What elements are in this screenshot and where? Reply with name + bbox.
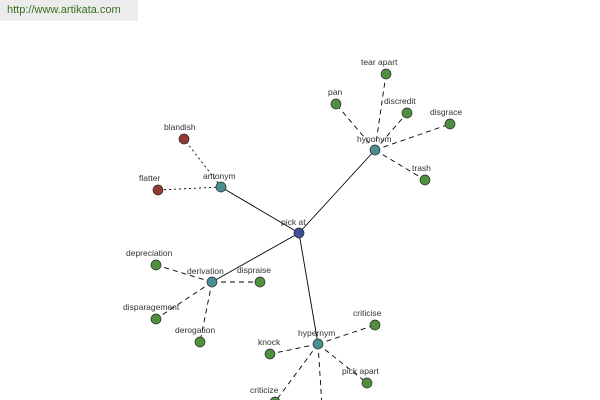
edge-hyponym-to-trash (374, 149, 426, 181)
edge-pick-at-to-hyponym (298, 149, 376, 234)
edge-hypernym-to-knock (269, 343, 319, 355)
node-criticise[interactable]: criticise (353, 308, 382, 331)
node-label-tear-apart: tear apart (361, 57, 398, 67)
edge-hypernym-to-criticise (317, 324, 376, 345)
url-bar: http://www.artikata.com (0, 0, 138, 21)
node-marker-knock[interactable] (264, 348, 276, 360)
node-label-criticise: criticise (353, 308, 382, 318)
node-label-antonym: antonym (203, 171, 236, 181)
edge-pick-at-to-derivation (211, 232, 300, 283)
node-marker-pick-at[interactable] (293, 227, 305, 239)
node-marker-depreciation[interactable] (150, 259, 162, 271)
node-label-pick-apart: pick apart (342, 366, 379, 376)
node-antonym[interactable]: antonym (203, 171, 236, 193)
node-marker-dispraise[interactable] (254, 276, 266, 288)
edge-pick-at-to-hypernym (298, 232, 319, 345)
node-trash[interactable]: trash (412, 163, 431, 186)
node-marker-flatter[interactable] (152, 184, 164, 196)
node-disgrace[interactable]: disgrace (430, 107, 462, 130)
node-label-derogation: derogation (175, 325, 215, 335)
node-pan[interactable]: pan (328, 87, 342, 110)
edge-antonym-to-flatter (157, 186, 222, 191)
node-label-flatter: flatter (139, 173, 160, 183)
node-label-trash: trash (412, 163, 431, 173)
edge-hypernym-to-pick-apart (317, 343, 368, 384)
node-label-pan: pan (328, 87, 342, 97)
edge-pick-at-to-antonym (220, 186, 300, 234)
node-label-hypernym: hypernym (298, 328, 335, 338)
graph-nodes: pick at hyponym antonym derivation hypernym t… (123, 57, 462, 400)
node-marker-disgrace[interactable] (444, 118, 456, 130)
node-marker-hyponym[interactable] (369, 144, 381, 156)
node-marker-criticise[interactable] (369, 319, 381, 331)
node-label-blandish: blandish (164, 122, 196, 132)
node-marker-antonym[interactable] (215, 181, 227, 193)
node-derivation[interactable]: derivation (187, 266, 224, 288)
edge-derivation-to-derogation (199, 281, 213, 343)
node-marker-derogation[interactable] (194, 336, 206, 348)
node-tear-apart[interactable]: tear apart (361, 57, 398, 80)
node-label-pick-at: pick at (281, 217, 306, 227)
node-marker-disparagement[interactable] (150, 313, 162, 325)
node-label-knock: knock (258, 337, 281, 347)
node-label-derivation: derivation (187, 266, 224, 276)
node-criticize[interactable]: criticize (250, 385, 280, 400)
site-url-link[interactable]: http://www.artikata.com (7, 4, 121, 16)
node-hyponym[interactable]: hyponym (357, 134, 392, 156)
node-blandish[interactable]: blandish (164, 122, 196, 145)
node-depreciation[interactable]: depreciation (126, 248, 173, 271)
node-label-disgrace: disgrace (430, 107, 462, 117)
node-marker-discredit[interactable] (401, 107, 413, 119)
node-label-criticize: criticize (250, 385, 279, 395)
node-label-disparagement: disparagement (123, 302, 180, 312)
node-hypernym[interactable]: hypernym (298, 328, 335, 350)
edge-hyponym-to-discredit (374, 112, 408, 151)
node-discredit[interactable]: discredit (384, 96, 416, 119)
edge-hyponym-to-tear-apart (374, 73, 387, 151)
node-derogation[interactable]: derogation (175, 325, 215, 348)
node-marker-pan[interactable] (330, 98, 342, 110)
node-label-depreciation: depreciation (126, 248, 173, 258)
node-dispraise[interactable]: dispraise (237, 265, 271, 288)
edge-hypernym-to-criticize (275, 343, 319, 400)
edge-antonym-to-blandish (183, 138, 222, 188)
node-label-dispraise: dispraise (237, 265, 271, 275)
node-pick-apart[interactable]: pick apart (342, 366, 379, 389)
node-marker-tear-apart[interactable] (380, 68, 392, 80)
edge-derivation-to-disparagement (155, 281, 213, 320)
node-marker-criticize[interactable] (270, 396, 280, 400)
node-pick-at[interactable]: pick at (281, 217, 306, 239)
edge-derivation-to-depreciation (155, 264, 213, 283)
node-marker-derivation[interactable] (206, 276, 218, 288)
node-marker-hypernym[interactable] (312, 338, 324, 350)
graph-edges (155, 73, 451, 400)
node-knock[interactable]: knock (258, 337, 281, 360)
node-marker-trash[interactable] (419, 174, 431, 186)
node-disparagement[interactable]: disparagement (123, 302, 180, 325)
node-marker-blandish[interactable] (178, 133, 190, 145)
edge-hyponym-to-pan (335, 103, 376, 151)
edge-hypernym-to-hypernym-leaf-5 (317, 343, 323, 400)
edge-hyponym-to-disgrace (374, 123, 451, 151)
node-label-hyponym: hyponym (357, 134, 392, 144)
node-marker-pick-apart[interactable] (361, 377, 373, 389)
node-label-discredit: discredit (384, 96, 416, 106)
node-flatter[interactable]: flatter (139, 173, 164, 196)
